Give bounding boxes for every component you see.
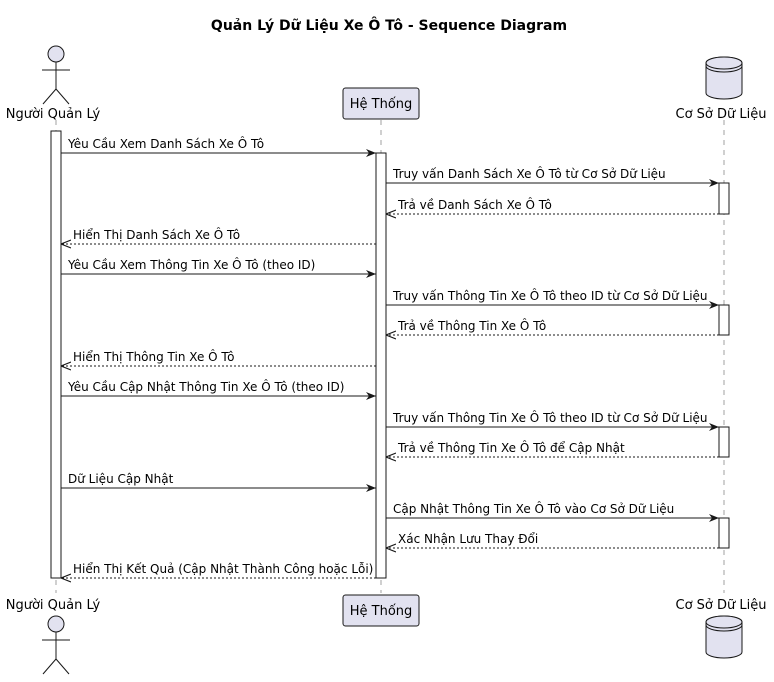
participant-box — [342, 594, 420, 627]
actor-leg-icon — [55, 88, 70, 105]
activation-bar-db — [718, 426, 730, 458]
message-label: Yêu Cầu Xem Danh Sách Xe Ô Tô — [67, 136, 264, 151]
message-1: Yêu Cầu Xem Danh Sách Xe Ô Tô — [61, 136, 376, 157]
participant-label-db: Cơ Sở Dữ Liệu — [676, 107, 767, 122]
message-2: Truy vấn Danh Sách Xe Ô Tô từ Cơ Sở Dữ L… — [386, 166, 719, 187]
message-label: Truy vấn Thông Tin Xe Ô Tô theo ID từ Cơ… — [392, 410, 708, 425]
message-8: Hiển Thị Thông Tin Xe Ô Tô — [61, 349, 376, 366]
participants-top: Người Quản Lý Hệ Thống Cơ Sở Dữ Liệu — [6, 45, 767, 122]
participant-system-bottom: Hệ Thống — [342, 594, 420, 627]
participants-bottom: Người Quản Lý Hệ Thống Cơ Sở Dữ Liệu — [6, 594, 767, 675]
database-db-top: Cơ Sở Dữ Liệu — [676, 56, 767, 122]
participant-label-db: Cơ Sở Dữ Liệu — [676, 598, 767, 613]
participant-box — [342, 87, 420, 120]
message-6: Truy vấn Thông Tin Xe Ô Tô theo ID từ Cơ… — [386, 288, 719, 309]
database-ring-icon — [705, 624, 743, 632]
message-15: Hiển Thị Kết Quả (Cập Nhật Thành Công ho… — [61, 562, 376, 578]
activation-bar-db — [718, 182, 730, 215]
message-14: Xác Nhận Lưu Thay Đổi — [386, 532, 719, 548]
message-10: Truy vấn Thông Tin Xe Ô Tô theo ID từ Cơ… — [386, 410, 719, 431]
database-db-bottom: Cơ Sở Dữ Liệu — [676, 598, 767, 659]
database-ring-icon — [705, 65, 743, 73]
actor-leg-icon — [55, 658, 70, 675]
message-3: Trả về Danh Sách Xe Ô Tô — [386, 197, 719, 214]
database-top-icon — [705, 56, 743, 70]
message-label: Yêu Cầu Cập Nhật Thông Tin Xe Ô Tô (theo… — [67, 379, 344, 394]
message-label: Hiển Thị Thông Tin Xe Ô Tô — [73, 349, 235, 364]
message-label: Truy vấn Danh Sách Xe Ô Tô từ Cơ Sở Dữ L… — [392, 166, 666, 181]
message-label: Dữ Liệu Cập Nhật — [68, 472, 174, 486]
message-label: Xác Nhận Lưu Thay Đổi — [398, 532, 538, 546]
message-label: Yêu Cầu Xem Thông Tin Xe Ô Tô (theo ID) — [67, 257, 315, 272]
actor-leg-icon — [42, 658, 57, 675]
participant-label-system: Hệ Thống — [350, 97, 413, 112]
participant-label-system: Hệ Thống — [350, 604, 413, 619]
activation-bar-db — [718, 517, 730, 549]
message-4: Hiển Thị Danh Sách Xe Ô Tô — [61, 227, 376, 244]
participant-label-admin: Người Quản Lý — [6, 598, 101, 613]
actor-head-icon — [47, 615, 65, 633]
participant-label-admin: Người Quản Lý — [6, 107, 101, 122]
actor-admin-top: Người Quản Lý — [6, 45, 101, 122]
participant-system-top: Hệ Thống — [342, 87, 420, 120]
message-label: Truy vấn Thông Tin Xe Ô Tô theo ID từ Cơ… — [392, 288, 708, 303]
message-label: Trả về Thông Tin Xe Ô Tô — [397, 318, 546, 333]
message-12: Dữ Liệu Cập Nhật — [61, 472, 376, 492]
database-top-icon — [705, 615, 743, 629]
actor-head-icon — [47, 45, 65, 63]
messages: Yêu Cầu Xem Danh Sách Xe Ô Tô Truy vấn Da… — [61, 136, 719, 578]
message-7: Trả về Thông Tin Xe Ô Tô — [386, 318, 719, 335]
message-label: Trả về Thông Tin Xe Ô Tô để Cập Nhật — [397, 440, 625, 455]
diagram-title: Quản Lý Dữ Liệu Xe Ô Tô - Sequence Diagr… — [211, 16, 567, 34]
actor-leg-icon — [42, 88, 57, 105]
message-label: Hiển Thị Danh Sách Xe Ô Tô — [73, 227, 240, 242]
message-label: Hiển Thị Kết Quả (Cập Nhật Thành Công ho… — [73, 562, 373, 576]
message-11: Trả về Thông Tin Xe Ô Tô để Cập Nhật — [386, 440, 719, 457]
message-label: Trả về Danh Sách Xe Ô Tô — [397, 197, 552, 212]
message-5: Yêu Cầu Xem Thông Tin Xe Ô Tô (theo ID) — [61, 257, 376, 278]
activation-bar-db — [718, 304, 730, 336]
message-13: Cập Nhật Thông Tin Xe Ô Tô vào Cơ Sở Dữ … — [386, 501, 719, 522]
message-label: Cập Nhật Thông Tin Xe Ô Tô vào Cơ Sở Dữ … — [393, 501, 674, 516]
message-9: Yêu Cầu Cập Nhật Thông Tin Xe Ô Tô (theo… — [61, 379, 376, 400]
activation-bar-admin — [50, 130, 62, 579]
actor-admin-bottom: Người Quản Lý — [6, 598, 101, 675]
activation-bar-system — [375, 152, 387, 579]
